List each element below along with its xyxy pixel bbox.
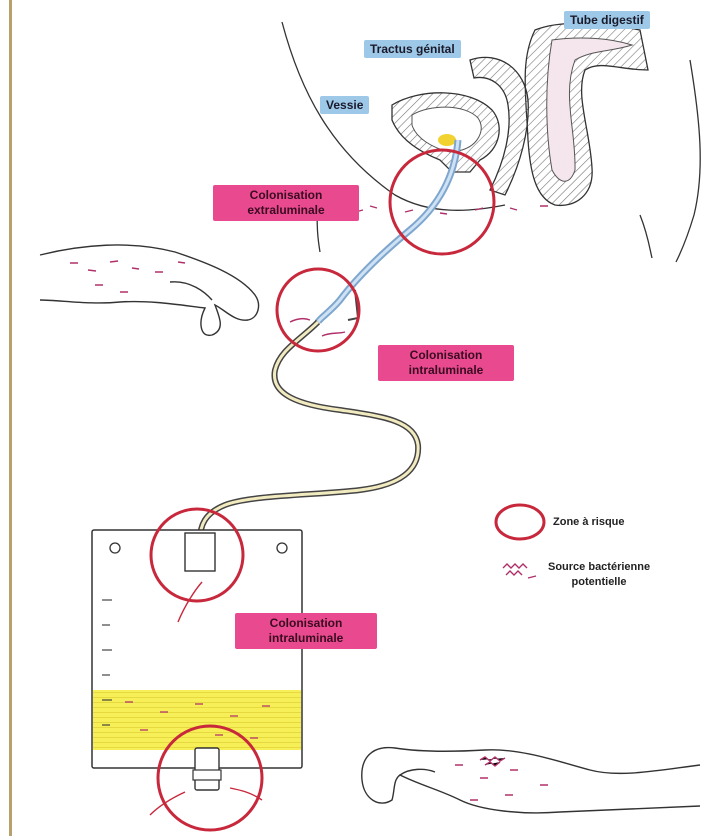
label-tractus-genital: Tractus génital	[364, 40, 461, 58]
risk-zone-urethra	[390, 150, 494, 254]
legend-zone-a-risque: Zone à risque	[553, 515, 625, 530]
collection-bag	[92, 530, 302, 815]
upper-hand-bacteria	[70, 261, 185, 292]
label-colonisation-intraluminale-tube: Colonisation intraluminale	[378, 345, 514, 381]
legend-circle-icon	[496, 505, 544, 539]
legend-source-bacterienne: Source bactérienne potentielle	[548, 560, 650, 590]
lower-right-hand	[362, 748, 700, 813]
urine-in-bag	[93, 690, 301, 750]
label-colonisation-extraluminale: Colonisation extraluminale	[213, 185, 359, 221]
tube-digestif-drawing	[525, 23, 648, 205]
lower-hand-bacteria	[455, 757, 548, 800]
vessie-drawing	[392, 93, 499, 172]
legend-bacteria-icon	[503, 564, 536, 578]
label-vessie: Vessie	[320, 96, 369, 114]
upper-left-hand	[40, 245, 259, 335]
label-tube-digestif: Tube digestif	[564, 11, 650, 29]
label-colonisation-intraluminale-bag: Colonisation intraluminale	[235, 613, 377, 649]
risk-zone-junction	[277, 269, 359, 351]
urine-in-bladder	[438, 134, 456, 146]
